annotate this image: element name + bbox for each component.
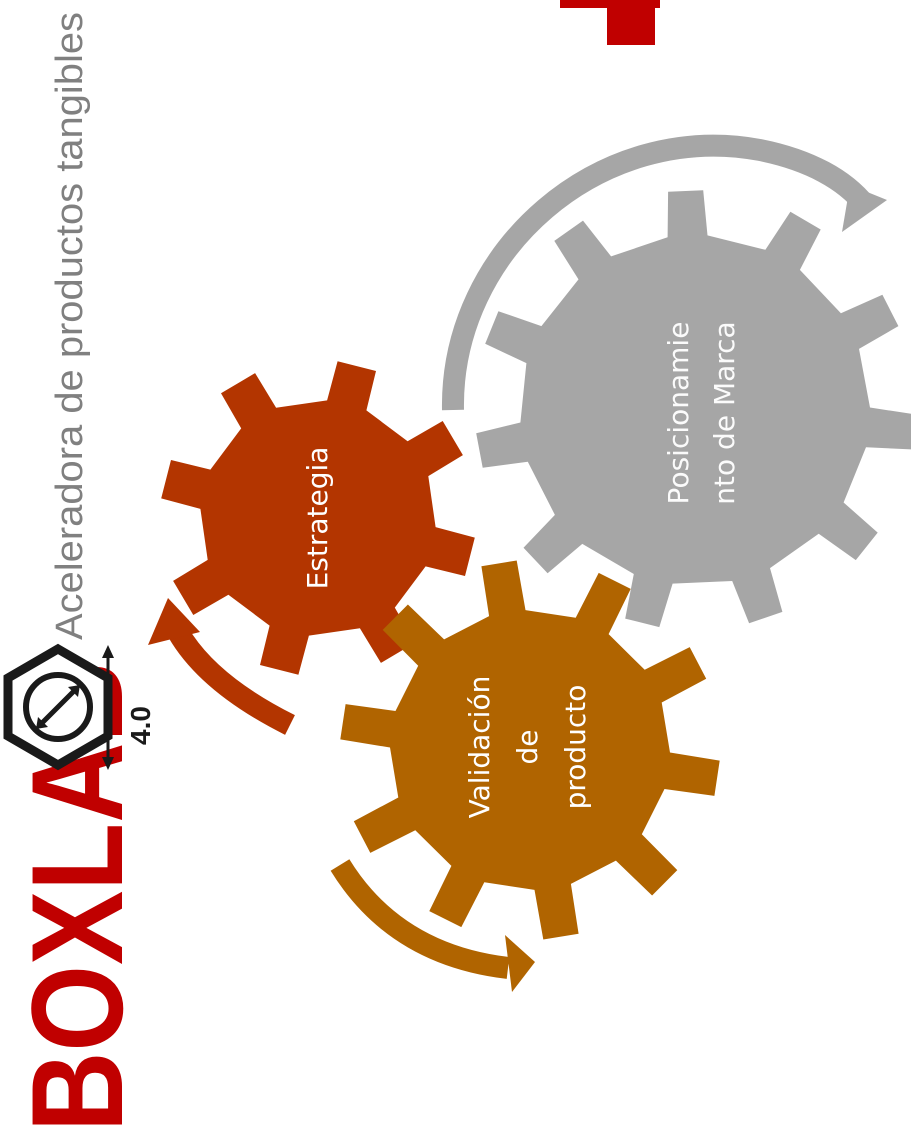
red-cycle-arrow [148,598,295,735]
gear-posicionamiento-label-1: Posicionamie [662,322,695,505]
gear-estrategia-label: Estrategia [301,447,334,590]
gear-posicionamiento [476,190,911,628]
gray-cycle-arrow [441,134,887,411]
nut-icon [3,643,113,771]
gear-validacion [340,560,720,940]
tagline: Aceleradora de productos tangibles [49,12,91,640]
gear-posicionamiento-label-2: nto de Marca [708,321,741,504]
orange-cycle-arrow [330,859,535,992]
gear-estrategia [161,361,475,675]
dimension-arrow-icon [102,645,114,770]
gear-validacion-label-2: de [511,730,544,765]
logo-version: 4.0 [125,706,156,745]
gear-validacion-label-1: Validación [463,676,496,819]
red-cross-fragment [560,0,660,45]
gear-validacion-label-3: producto [559,685,592,810]
logo: BOXLAB 4.0 [3,643,156,1132]
